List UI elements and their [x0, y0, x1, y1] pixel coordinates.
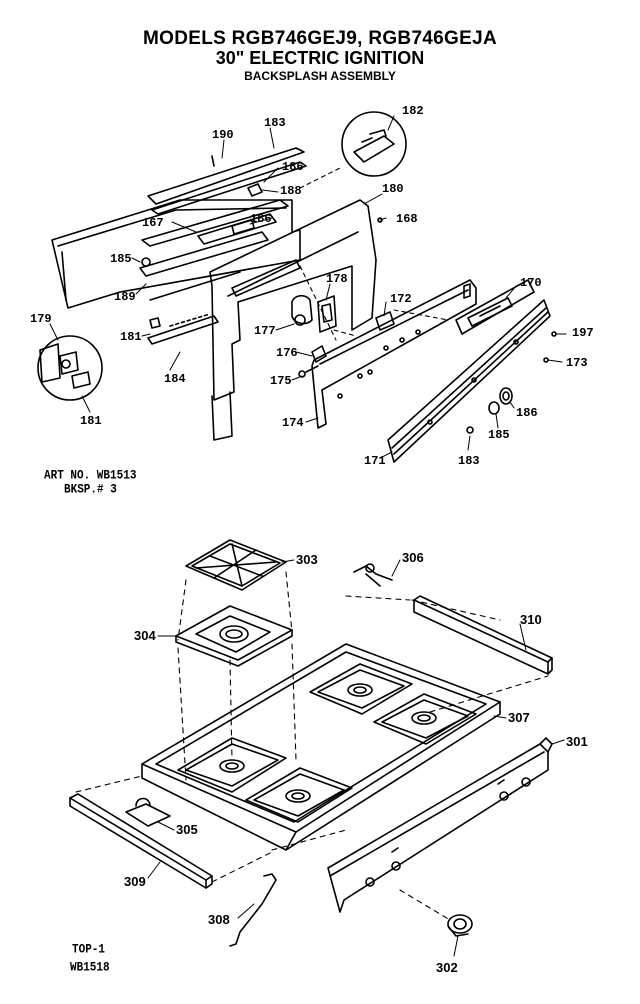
assembly-lines-lower: [75, 571, 549, 921]
leader-lines-lower: [147, 559, 565, 957]
detail-circle-left: [37, 335, 103, 401]
support-bracket: [147, 313, 219, 345]
drip-pan: [175, 605, 293, 667]
label-184: 184: [164, 372, 186, 386]
inner-rail: [141, 183, 289, 247]
note-bksp: BKSP.# 3: [64, 483, 117, 497]
label-179: 179: [30, 312, 52, 326]
burner-knob: [447, 914, 473, 937]
title-backsplash-assembly: BACKSPLASH ASSEMBLY: [244, 69, 396, 83]
ground-wire: [229, 873, 277, 947]
label-181-b: 181: [80, 414, 102, 428]
panel-bracket: [455, 279, 535, 335]
cooktop: [141, 643, 501, 851]
label-182: 182: [402, 104, 424, 118]
label-308: 308: [208, 912, 230, 927]
label-186-c: 186: [516, 406, 538, 420]
trim-bracket: [125, 797, 171, 827]
label-310: 310: [520, 612, 542, 627]
label-168: 168: [396, 212, 418, 226]
label-174: 174: [282, 416, 304, 430]
switch-components: [291, 294, 395, 378]
control-knobs: [466, 387, 513, 434]
burner-grate: [185, 539, 287, 591]
label-185-b: 185: [488, 428, 510, 442]
note-top: TOP-1: [72, 943, 106, 957]
label-197: 197: [572, 326, 594, 340]
front-trim: [69, 793, 213, 889]
label-181: 181: [120, 330, 142, 344]
label-170: 170: [520, 276, 542, 290]
label-304: 304: [134, 628, 156, 643]
label-302: 302: [436, 960, 458, 975]
label-172: 172: [390, 292, 412, 306]
label-173: 173: [566, 356, 588, 370]
leader-lines-upper: [49, 115, 567, 459]
assembly-lines-upper: [299, 167, 449, 341]
label-309: 309: [124, 874, 146, 889]
label-183-b: 183: [458, 454, 480, 468]
top-trim-strip: [147, 147, 307, 215]
label-177: 177: [254, 324, 276, 338]
part-labels: 190 183 182 186 188 180 186 168 167 185 …: [30, 104, 594, 975]
control-panel: [311, 279, 477, 429]
label-176: 176: [276, 346, 298, 360]
note-art-no: ART NO. WB1513: [44, 469, 137, 483]
title-models: MODELS RGB746GEJ9, RGB746GEJA: [143, 28, 497, 49]
trim-panel: [387, 299, 551, 463]
label-301: 301: [566, 734, 588, 749]
title-electric-ignition: 30" ELECTRIC IGNITION: [215, 48, 425, 68]
label-190: 190: [212, 128, 234, 142]
label-186: 186: [282, 160, 304, 174]
manifold-panel: [327, 737, 553, 913]
label-306: 306: [402, 550, 424, 565]
label-303: 303: [296, 552, 318, 567]
clip-bracket: [353, 563, 393, 587]
detail-circle-clock: [341, 111, 407, 177]
label-167: 167: [142, 216, 164, 230]
label-180: 180: [382, 182, 404, 196]
label-189: 189: [114, 290, 136, 304]
label-185: 185: [110, 252, 132, 266]
label-175: 175: [270, 374, 292, 388]
note-top-art-no: WB1518: [70, 961, 110, 975]
rear-trim: [413, 595, 553, 675]
label-178: 178: [326, 272, 348, 286]
label-307: 307: [508, 710, 530, 725]
label-183: 183: [264, 116, 286, 130]
label-305: 305: [176, 822, 198, 837]
label-186-b: 186: [250, 212, 272, 226]
label-171: 171: [364, 454, 386, 468]
lower-rail: [139, 231, 269, 301]
main-frame: [209, 199, 377, 441]
label-188: 188: [280, 184, 302, 198]
